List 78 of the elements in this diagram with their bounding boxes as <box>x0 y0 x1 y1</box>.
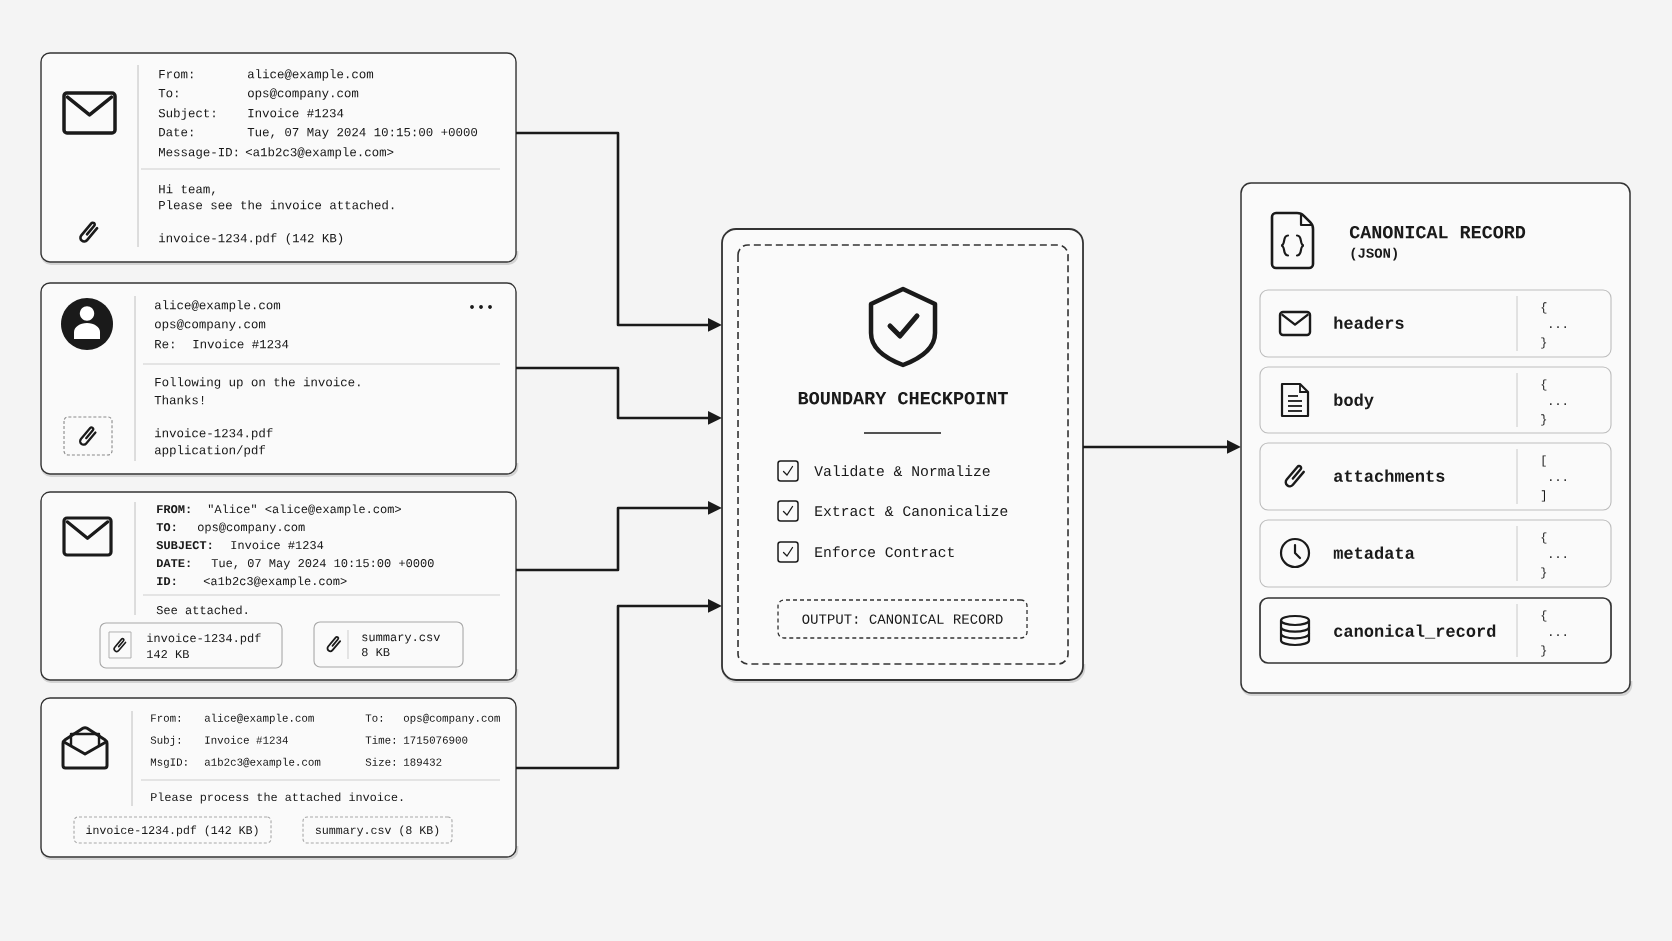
header-value: alice@example.com <box>248 69 374 81</box>
code-text: { <box>1541 532 1547 544</box>
message-text: Thanks! <box>154 395 204 405</box>
panel-title: CANONICAL RECORD <box>1349 225 1526 239</box>
header-value: <a1b2c3@example.com> <box>203 576 347 588</box>
field-name: metadata <box>1333 546 1415 559</box>
header-value: Invoice #1234 <box>205 735 288 744</box>
code-text: ... <box>1550 326 1566 329</box>
field-name: canonical_record <box>1334 624 1496 639</box>
attachment-name: invoice-1234.pdf (142 KB) <box>86 825 258 837</box>
code-text: ... <box>1550 556 1566 559</box>
field-name: body <box>1334 393 1374 410</box>
code-text: { <box>1541 610 1547 622</box>
code-text: ... <box>1550 479 1566 482</box>
output-label: OUTPUT: CANONICAL RECORD <box>802 614 1003 624</box>
code-text: } <box>1541 567 1547 579</box>
file-size: 142 KB <box>147 650 189 659</box>
file-name: summary.csv <box>362 634 440 644</box>
header-label: SUBJECT: <box>156 541 212 550</box>
header-label: TO: <box>156 523 176 532</box>
attachment-name: summary.csv (8 KB) <box>315 825 439 837</box>
format-label: (JSON) <box>1351 247 1397 261</box>
header-label: FROM: <box>157 505 190 514</box>
step-text: Validate & Normalize <box>814 465 990 477</box>
message-text: Please process the attached invoice. <box>151 792 403 804</box>
header-value: <a1b2c3@example.com> <box>245 147 394 159</box>
header-label: Message-ID: <box>159 148 238 159</box>
code-text: ... <box>1550 403 1566 406</box>
header-value: "Alice" <alice@example.com> <box>208 504 401 516</box>
header-label: DATE: <box>157 559 190 568</box>
header-value: ops@company.com <box>248 88 359 100</box>
header-value: Tue, 07 May 2024 10:15:00 +0000 <box>247 127 478 139</box>
header-value: alice@example.com <box>204 713 314 724</box>
header-value: Invoice #1234 <box>193 339 289 349</box>
code-text: } <box>1541 337 1547 349</box>
header-label: Subj: <box>150 735 180 746</box>
recipient-address: ops@company.com <box>155 319 266 331</box>
code-text: } <box>1541 414 1547 426</box>
code-text: } <box>1541 645 1547 657</box>
header-value: Tue, 07 May 2024 10:15:00 +0000 <box>211 559 434 570</box>
code-text: [ <box>1542 455 1546 467</box>
header-label: From: <box>151 714 180 722</box>
header-value: 1715076900 <box>404 736 468 744</box>
attachment-name: invoice-1234.pdf <box>155 428 273 440</box>
step-text: Enforce Contract <box>815 546 954 558</box>
header-value: Invoice #1234 <box>248 108 344 118</box>
header-label: Size: <box>365 757 395 766</box>
code-text: ... <box>1550 634 1566 637</box>
header-value: Invoice #1234 <box>231 540 324 550</box>
message-text: Please see the invoice attached. <box>159 200 394 210</box>
header-label: ID: <box>157 577 176 586</box>
header-label: From: <box>159 70 193 79</box>
mime-type: application/pdf <box>155 445 265 457</box>
header-label: Re: <box>155 340 174 349</box>
step-text: Extract & Canonicalize <box>815 505 1008 517</box>
code-text: { <box>1541 379 1547 391</box>
field-name: attachments <box>1334 469 1445 482</box>
code-text: { <box>1541 302 1547 314</box>
sender-address: alice@example.com <box>155 300 281 312</box>
header-value: 189432 <box>404 758 442 766</box>
header-label: Subject: <box>158 108 215 120</box>
field-name: headers <box>1334 316 1404 329</box>
file-size: 8 KB <box>362 648 390 657</box>
message-text: Following up on the invoice. <box>155 377 360 389</box>
header-label: MsgID: <box>150 758 187 768</box>
message-text: Hi team, <box>159 184 215 196</box>
header-label: To: <box>158 89 178 98</box>
panel-title: BOUNDARY CHECKPOINT <box>798 391 1008 405</box>
header-label: To: <box>365 714 383 722</box>
message-text: See attached. <box>156 605 247 615</box>
header-value: ops@company.com <box>198 522 305 534</box>
header-label: Date: <box>159 127 193 137</box>
header-label: Time: <box>365 735 395 744</box>
file-name: invoice-1234.pdf <box>147 633 261 645</box>
header-value: ops@company.com <box>403 713 500 724</box>
code-text: ] <box>1541 490 1545 502</box>
attachment-name: invoice-1234.pdf (142 KB) <box>159 233 343 245</box>
header-value: a1b2c3@example.com <box>204 757 321 768</box>
